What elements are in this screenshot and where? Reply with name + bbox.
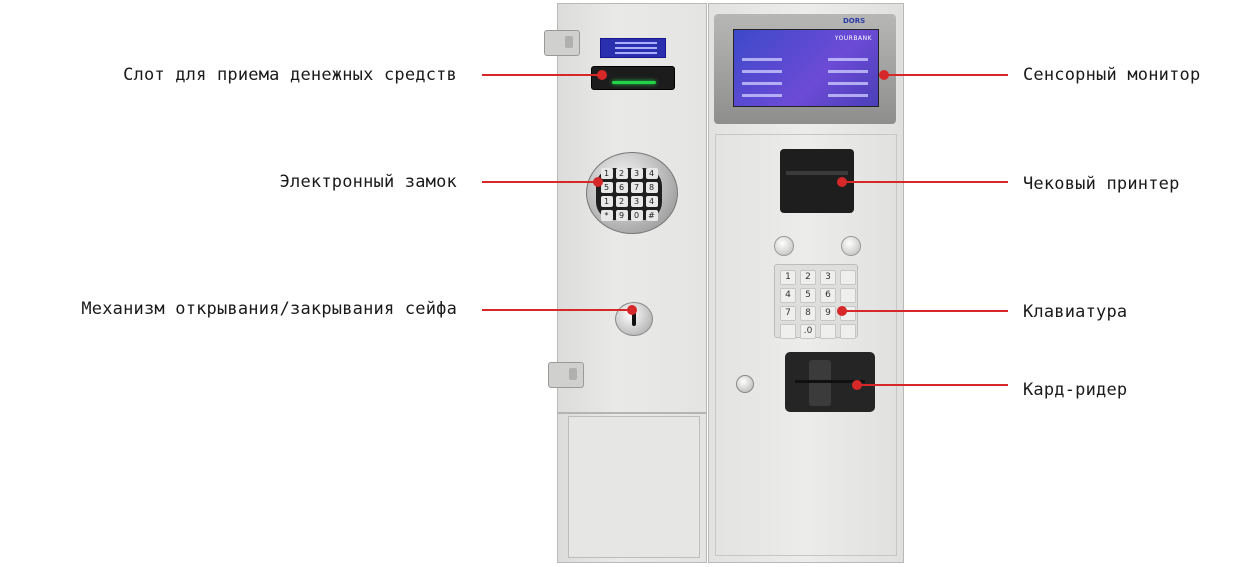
lock-key[interactable]: 4 — [645, 167, 658, 179]
lock-key[interactable]: 4 — [645, 195, 658, 207]
callout-dot-safe-mechanism — [627, 305, 637, 315]
lock-key[interactable]: 2 — [615, 167, 628, 179]
pinpad-key[interactable]: 6 — [820, 288, 836, 303]
lock-key[interactable]: 3 — [630, 167, 643, 179]
pinpad-key[interactable]: 9 — [820, 306, 836, 321]
door-seam — [558, 412, 706, 414]
pinpad-key[interactable] — [780, 324, 796, 339]
pinpad-key[interactable] — [840, 270, 856, 285]
callout-line-touch-monitor — [884, 74, 1008, 76]
pinpad-key[interactable] — [820, 324, 836, 339]
callout-line-electronic-lock — [482, 181, 598, 183]
label-electronic-lock: Электронный замок — [279, 172, 457, 192]
lock-key[interactable]: 1 — [600, 167, 613, 179]
callout-line-safe-mechanism — [482, 309, 632, 311]
lower-hinge — [548, 362, 584, 388]
lower-panel — [568, 416, 700, 558]
terminal-inner-panel — [715, 134, 897, 556]
callout-line-keypad — [842, 310, 1008, 312]
callout-dot-electronic-lock — [593, 177, 603, 187]
right-round-button[interactable] — [841, 236, 861, 256]
pinpad-key[interactable]: 7 — [780, 306, 796, 321]
monitor-logo: DORS — [843, 17, 866, 25]
pinpad-key[interactable]: 1 — [780, 270, 796, 285]
pinpad-key[interactable]: 3 — [820, 270, 836, 285]
lock-key[interactable]: * — [600, 209, 613, 221]
callout-line-card-reader — [857, 384, 1008, 386]
lock-key[interactable]: 9 — [615, 209, 628, 221]
screen-brand: YOURBANK — [834, 35, 872, 42]
lock-key[interactable]: 8 — [645, 181, 658, 193]
pinpad-key[interactable]: .0 — [800, 324, 816, 339]
pinpad-key[interactable] — [840, 288, 856, 303]
pinpad-key[interactable]: 8 — [800, 306, 816, 321]
label-card-reader: Кард-ридер — [1023, 380, 1128, 400]
lock-key[interactable]: 3 — [630, 195, 643, 207]
callout-dot-cash-slot — [597, 70, 607, 80]
lock-key[interactable]: # — [645, 209, 658, 221]
callout-line-receipt-printer — [842, 181, 1008, 183]
lock-key[interactable]: 0 — [630, 209, 643, 221]
door-sticker — [600, 38, 666, 58]
pinpad-key[interactable]: 5 — [800, 288, 816, 303]
label-receipt-printer: Чековый принтер — [1023, 174, 1180, 194]
cabinet-lock[interactable] — [736, 375, 754, 393]
lock-key[interactable]: 2 — [615, 195, 628, 207]
label-touch-monitor: Сенсорный монитор — [1023, 65, 1201, 85]
pinpad-key[interactable]: 2 — [800, 270, 816, 285]
lock-key[interactable]: 6 — [615, 181, 628, 193]
pinpad-key[interactable]: 4 — [780, 288, 796, 303]
label-cash-slot: Слот для приема денежных средств — [123, 65, 457, 85]
callout-line-cash-slot — [482, 74, 602, 76]
safe-cabinet — [557, 3, 707, 563]
left-round-button[interactable] — [774, 236, 794, 256]
lock-key[interactable]: 5 — [600, 181, 613, 193]
label-keypad: Клавиатура — [1023, 302, 1128, 322]
lock-key[interactable]: 7 — [630, 181, 643, 193]
lock-key[interactable]: 1 — [600, 195, 613, 207]
touch-monitor[interactable]: YOURBANK — [733, 29, 879, 107]
pinpad-key[interactable] — [840, 324, 856, 339]
upper-hinge — [544, 30, 580, 56]
cash-slot-light — [612, 81, 656, 84]
label-safe-mechanism: Механизм открывания/закрывания сейфа — [81, 299, 457, 319]
